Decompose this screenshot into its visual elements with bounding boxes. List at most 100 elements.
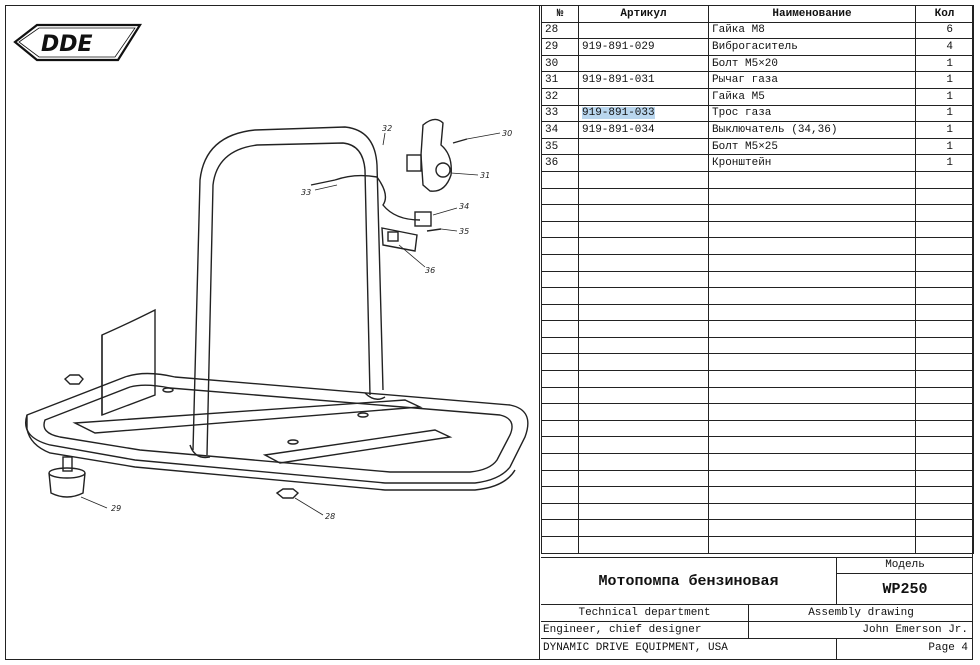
cell-article — [578, 87, 709, 106]
cell-number — [541, 237, 579, 255]
cell-article — [578, 353, 709, 372]
cell-article — [578, 370, 709, 388]
cell-name — [708, 270, 916, 289]
table-row-empty — [541, 486, 974, 504]
cell-qty — [915, 386, 974, 405]
logo-text: DDE — [41, 32, 93, 57]
cell-name — [708, 287, 916, 305]
header-qty: Кол — [915, 5, 974, 23]
cell-qty — [915, 453, 974, 471]
cell-name: Гайка М8 — [708, 21, 916, 40]
cell-number: 28 — [541, 21, 579, 40]
table-row-empty — [541, 502, 974, 521]
cell-article — [578, 253, 709, 272]
cell-article: 919-891-034 — [578, 121, 709, 139]
cell-number — [541, 370, 579, 388]
cell-name: Рычаг газа — [708, 71, 916, 89]
cell-number — [541, 386, 579, 405]
cell-qty — [915, 303, 974, 322]
cell-number — [541, 502, 579, 521]
cell-name — [708, 419, 916, 438]
table-row-empty — [541, 419, 974, 438]
table-row-empty — [541, 287, 974, 305]
cell-article — [578, 419, 709, 438]
table-row-empty — [541, 253, 974, 272]
designer-role: Engineer, chief designer — [541, 622, 749, 639]
cell-qty: 1 — [915, 87, 974, 106]
cell-name — [708, 436, 916, 455]
cell-name — [708, 204, 916, 222]
cell-article — [578, 187, 709, 206]
table-row-empty — [541, 453, 974, 471]
cell-article — [578, 21, 709, 40]
table-row-empty — [541, 536, 974, 554]
cell-number — [541, 220, 579, 239]
cell-number — [541, 469, 579, 488]
cell-qty: 1 — [915, 71, 974, 89]
cell-qty — [915, 237, 974, 255]
cell-article — [578, 220, 709, 239]
cell-name — [708, 370, 916, 388]
cell-article — [578, 403, 709, 421]
cell-qty — [915, 336, 974, 355]
cell-qty — [915, 253, 974, 272]
table-row-empty — [541, 469, 974, 488]
assembly-drawing: DDE — [5, 5, 540, 660]
cell-name — [708, 220, 916, 239]
table-row-empty — [541, 187, 974, 206]
table-row-empty — [541, 320, 974, 338]
header-number: № — [541, 5, 579, 23]
cell-number — [541, 486, 579, 504]
cell-name — [708, 170, 916, 189]
cell-article — [578, 237, 709, 255]
cell-name — [708, 486, 916, 504]
page-number: Page 4 — [928, 642, 968, 654]
cell-qty: 6 — [915, 21, 974, 40]
cell-qty — [915, 419, 974, 438]
cell-name — [708, 502, 916, 521]
cell-article — [578, 486, 709, 504]
dde-logo: DDE — [13, 23, 142, 62]
designer-name: John Emerson Jr. — [749, 622, 973, 639]
cell-name — [708, 453, 916, 471]
cell-name: Гайка М5 — [708, 87, 916, 106]
cell-article — [578, 287, 709, 305]
cell-number: 32 — [541, 87, 579, 106]
cell-name — [708, 469, 916, 488]
table-row-empty — [541, 519, 974, 537]
cell-number: 36 — [541, 154, 579, 172]
cell-article — [578, 320, 709, 338]
cell-article — [578, 386, 709, 405]
cell-number — [541, 253, 579, 272]
callout-32: 32 — [382, 124, 392, 133]
model-label: Модель — [837, 558, 973, 574]
cell-number — [541, 320, 579, 338]
callout-28: 28 — [325, 512, 335, 521]
cell-article — [578, 469, 709, 488]
cell-article — [578, 54, 709, 73]
cell-number — [541, 204, 579, 222]
cell-name: Кронштейн — [708, 154, 916, 172]
table-row-empty — [541, 237, 974, 255]
cell-name — [708, 237, 916, 255]
cell-number — [541, 536, 579, 554]
cell-article — [578, 170, 709, 189]
cell-name — [708, 536, 916, 554]
cell-name — [708, 253, 916, 272]
cell-number — [541, 436, 579, 455]
callout-29: 29 — [111, 504, 121, 513]
cell-qty — [915, 403, 974, 421]
cell-number — [541, 403, 579, 421]
table-row-empty — [541, 386, 974, 405]
callout-34: 34 — [459, 202, 469, 211]
cell-qty — [915, 502, 974, 521]
cell-name — [708, 386, 916, 405]
cell-qty: 1 — [915, 54, 974, 73]
cell-qty: 1 — [915, 121, 974, 139]
cell-qty — [915, 436, 974, 455]
